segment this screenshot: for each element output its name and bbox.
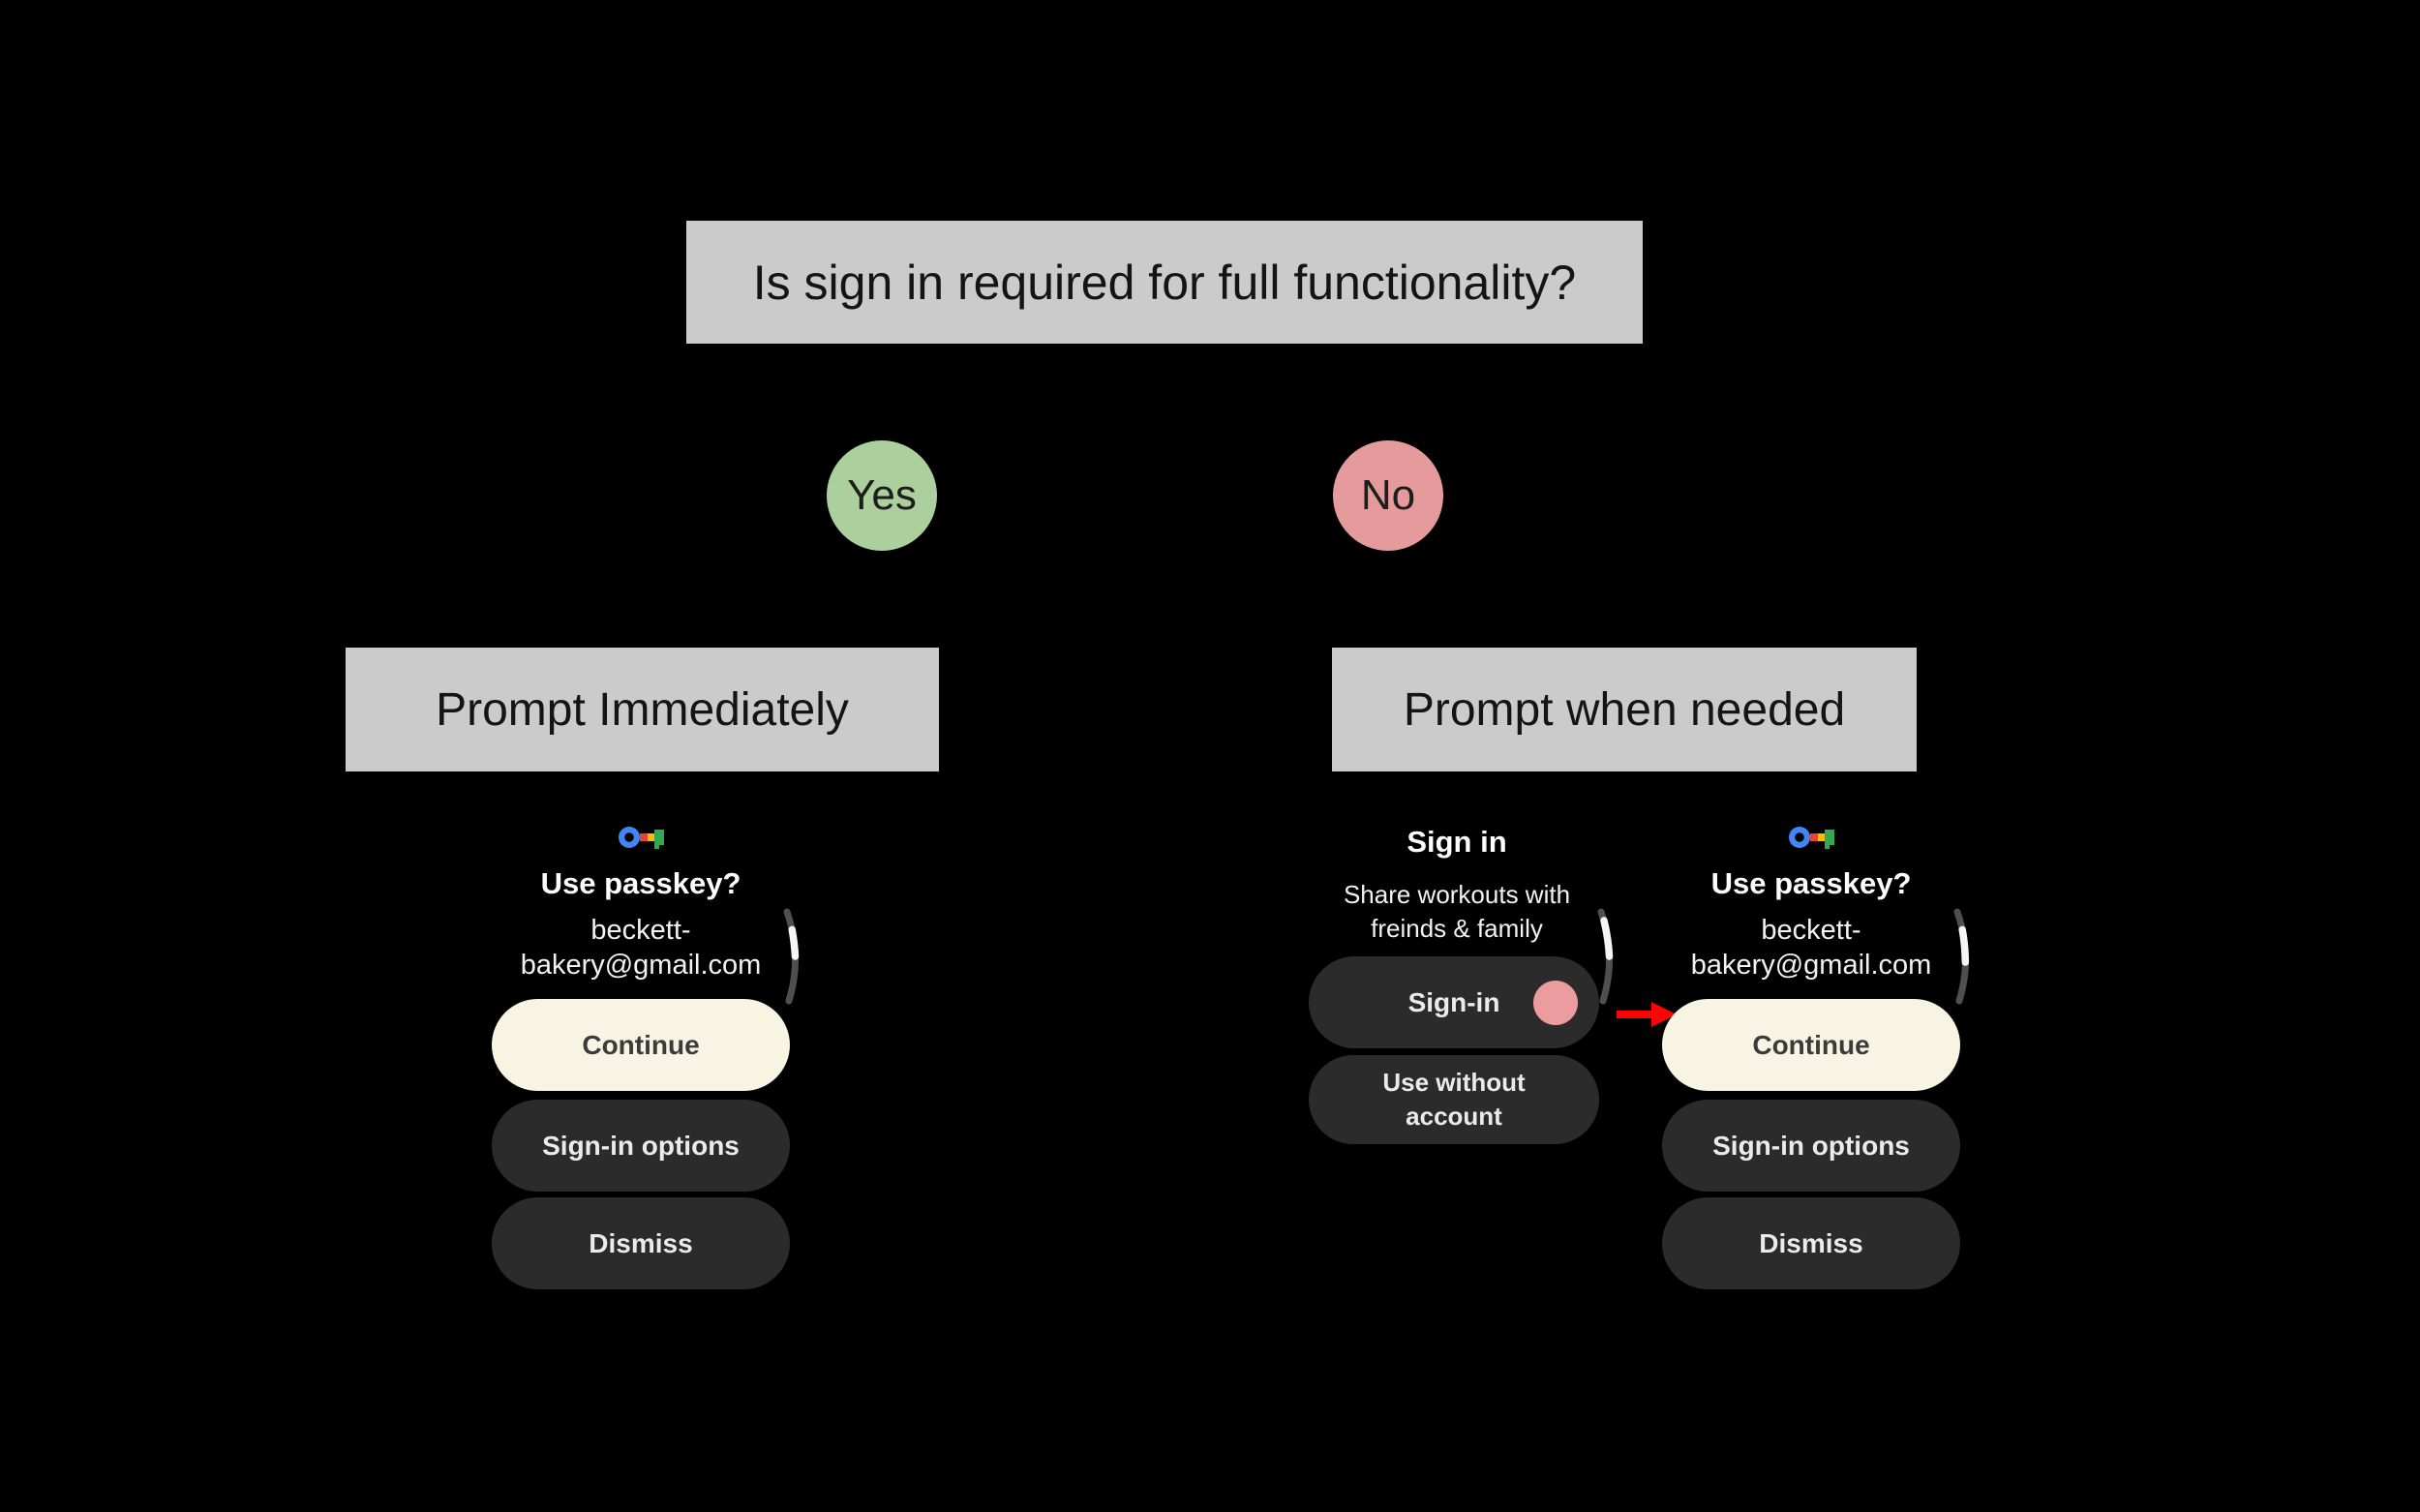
passkey-icon [1789, 827, 1834, 849]
dismiss-button[interactable]: Dismiss [492, 1197, 790, 1289]
scroll-indicator[interactable] [1948, 908, 1982, 1005]
signin-options-button[interactable]: Sign-in options [492, 1100, 790, 1192]
continue-button[interactable]: Continue [1662, 999, 1960, 1091]
passkey-title: Use passkey? [1710, 866, 1912, 900]
account-email: beckett- bakery@gmail.com [447, 913, 834, 983]
account-email: beckett- bakery@gmail.com [1618, 913, 2005, 983]
passkey-icon [619, 827, 664, 849]
signin-options-button[interactable]: Sign-in options [1662, 1100, 1960, 1192]
outcome-prompt-when-needed: Prompt when needed [1332, 648, 1917, 771]
continue-button[interactable]: Continue [492, 999, 790, 1091]
yes-node: Yes [827, 440, 937, 551]
dismiss-button[interactable]: Dismiss [1662, 1197, 1960, 1289]
signin-title: Sign in [1407, 825, 1507, 859]
transition-arrow-icon [1617, 1002, 1677, 1027]
no-node: No [1333, 440, 1443, 551]
scroll-indicator[interactable] [1591, 908, 1626, 1005]
signin-subtitle: Share workouts with freinds & family [1287, 878, 1626, 946]
use-without-account-button[interactable]: Use without account [1309, 1055, 1599, 1144]
signin-button[interactable]: Sign-in [1309, 956, 1599, 1048]
account-email-line1: beckett- [590, 915, 691, 946]
scroll-indicator[interactable] [777, 908, 812, 1005]
account-email-line2: bakery@gmail.com [1690, 950, 1932, 981]
account-email-line1: beckett- [1761, 915, 1861, 946]
signin-subtitle-line2: freinds & family [1371, 914, 1543, 943]
question-node: Is sign in required for full functionali… [686, 221, 1643, 344]
signin-button-label: Sign-in [1407, 986, 1500, 1017]
outcome-prompt-immediately: Prompt Immediately [346, 648, 939, 771]
tap-cursor-dot [1533, 980, 1578, 1025]
signin-subtitle-line1: Share workouts with [1343, 880, 1571, 909]
use-without-account-line2: account [1406, 1102, 1502, 1131]
use-without-account-line1: Use without [1382, 1068, 1526, 1097]
account-email-line2: bakery@gmail.com [520, 950, 762, 981]
passkey-title: Use passkey? [540, 866, 741, 900]
